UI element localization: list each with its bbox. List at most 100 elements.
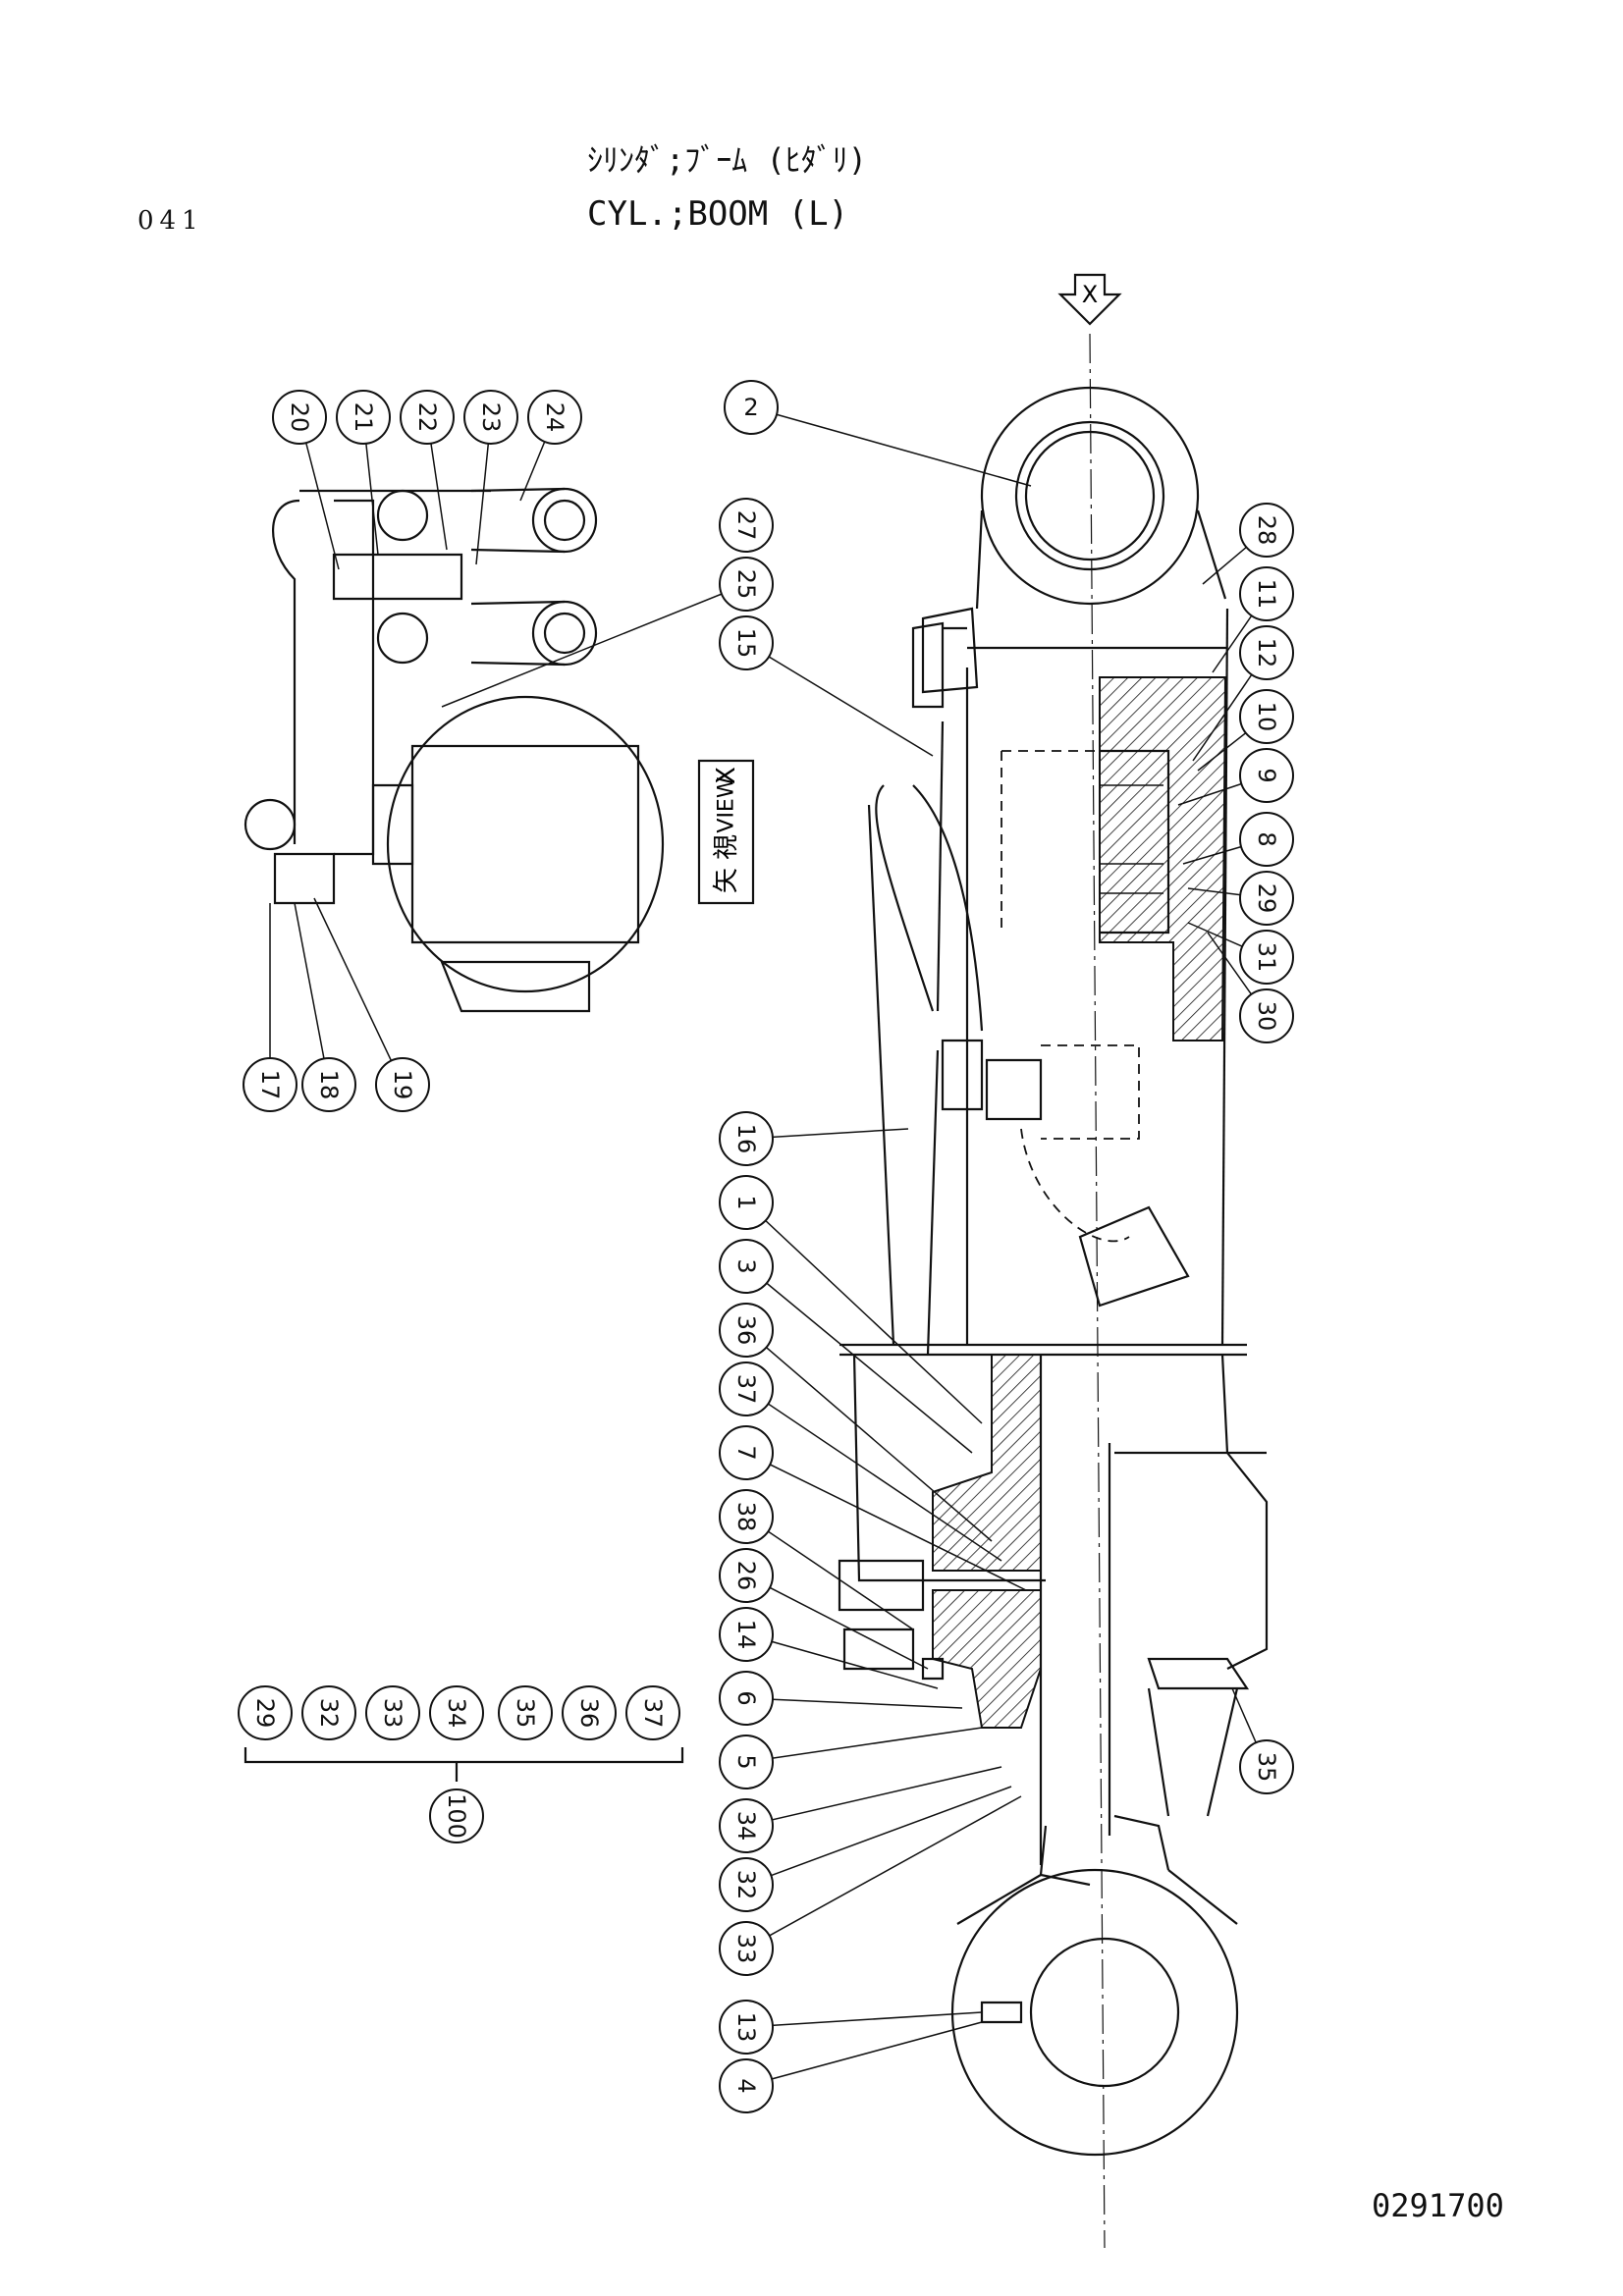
callout-4-number: 4: [732, 2078, 760, 2093]
callout-2-number: 2: [743, 394, 758, 421]
callout-21-circle: [336, 390, 391, 445]
callout-34: 34: [719, 1798, 774, 1853]
callout-8-number: 8: [1253, 831, 1280, 846]
callout-16: 16: [719, 1111, 774, 1166]
callout-17-number: 17: [256, 1070, 284, 1100]
callout-34-number: 34: [443, 1698, 470, 1729]
callout-13: 13: [719, 2000, 774, 2055]
callout-15-number: 15: [732, 628, 760, 659]
callout-8: 8: [1239, 812, 1294, 867]
callout-4-circle: [719, 2058, 774, 2113]
callout-25-number: 25: [732, 569, 760, 600]
callout-37: 37: [719, 1362, 774, 1416]
callout-6-circle: [719, 1671, 774, 1726]
callout-18: 18: [301, 1057, 356, 1112]
callout-27-circle: [719, 498, 774, 553]
callout-11: 11: [1239, 566, 1294, 621]
callout-33-number: 33: [379, 1698, 406, 1729]
callout-9: 9: [1239, 748, 1294, 803]
callout-16-circle: [719, 1111, 774, 1166]
callout-2: 2: [724, 380, 779, 435]
callout-32-circle: [301, 1685, 356, 1740]
callout-14: 14: [719, 1607, 774, 1662]
callout-3-circle: [719, 1239, 774, 1294]
callout-19-circle: [375, 1057, 430, 1112]
callout-33-circle: [365, 1685, 420, 1740]
callout-15: 15: [719, 615, 774, 670]
callout-leader-2: [750, 406, 1032, 487]
callout-bubbles: 2281112109829313015161336377382614653432…: [238, 380, 1294, 2113]
callout-leader-15: [745, 642, 934, 757]
view-x-label-box: 矢 視 VIEW X: [697, 759, 755, 905]
drawing-number: 0291700: [1372, 2187, 1504, 2224]
callout-37-number: 37: [639, 1698, 667, 1729]
callout-33: 33: [719, 1921, 774, 1976]
view-x-arrow-label: X: [1082, 281, 1098, 308]
callout-23-number: 23: [477, 402, 505, 433]
callout-leader-33: [745, 1795, 1022, 1949]
callout-31-circle: [1239, 930, 1294, 985]
callout-17-circle: [243, 1057, 298, 1112]
callout-13-circle: [719, 2000, 774, 2055]
callout-38-circle: [719, 1489, 774, 1544]
callout-leader-37: [745, 1388, 1002, 1562]
callout-14-circle: [719, 1607, 774, 1662]
callout-10-number: 10: [1253, 702, 1280, 732]
callout-37-circle: [625, 1685, 680, 1740]
callout-leader-26: [745, 1575, 929, 1670]
callout-kit-100-circle: [429, 1789, 484, 1843]
callout-37-circle: [719, 1362, 774, 1416]
callout-21-number: 21: [350, 402, 377, 433]
callout-29-number: 29: [251, 1698, 279, 1729]
callout-34-circle: [429, 1685, 484, 1740]
callout-17: 17: [243, 1057, 298, 1112]
callout-26: 26: [719, 1548, 774, 1603]
callout-35-number: 35: [1253, 1752, 1280, 1783]
callout-36: 36: [562, 1685, 617, 1740]
callout-32: 32: [719, 1857, 774, 1912]
callout-leader-36: [745, 1329, 993, 1542]
callout-15-circle: [719, 615, 774, 670]
callout-3-number: 3: [732, 1258, 760, 1273]
callout-11-number: 11: [1253, 579, 1280, 610]
callout-5: 5: [719, 1735, 774, 1789]
callout-23: 23: [463, 390, 518, 445]
callout-leader-25: [441, 583, 747, 708]
callout-20: 20: [272, 390, 327, 445]
callout-37: 37: [625, 1685, 680, 1740]
callout-20-circle: [272, 390, 327, 445]
callout-kit-100-number: 100: [443, 1793, 470, 1839]
view-box-letter: X: [712, 767, 741, 784]
callout-29-circle: [238, 1685, 293, 1740]
callout-4: 4: [719, 2058, 774, 2113]
callout-1-circle: [719, 1175, 774, 1230]
callout-leader-32: [745, 1786, 1012, 1886]
callout-31-number: 31: [1253, 942, 1280, 973]
callout-38: 38: [719, 1489, 774, 1544]
callout-33-number: 33: [732, 1934, 760, 1964]
callout-5-circle: [719, 1735, 774, 1789]
kit-bracket: [243, 1747, 684, 1782]
callout-29: 29: [1239, 871, 1294, 926]
callout-19-number: 19: [389, 1070, 416, 1100]
callout-24-circle: [527, 390, 582, 445]
callout-35-circle: [1239, 1739, 1294, 1794]
callout-leader-6: [745, 1697, 963, 1709]
callout-14-number: 14: [732, 1620, 760, 1650]
callout-38-number: 38: [732, 1502, 760, 1532]
title-japanese: ｼﾘﾝﾀﾞ;ﾌﾞｰﾑ (ﾋﾀﾞﾘ): [587, 141, 868, 179]
callout-10-circle: [1239, 689, 1294, 744]
callout-32: 32: [301, 1685, 356, 1740]
callout-12-circle: [1239, 625, 1294, 680]
callout-16-number: 16: [732, 1124, 760, 1154]
callout-24: 24: [527, 390, 582, 445]
callout-32-circle: [719, 1857, 774, 1912]
callout-1: 1: [719, 1175, 774, 1230]
callout-36-number: 36: [732, 1315, 760, 1346]
callout-leader-14: [745, 1633, 939, 1689]
callout-26-circle: [719, 1548, 774, 1603]
callout-8-circle: [1239, 812, 1294, 867]
callout-28-number: 28: [1253, 515, 1280, 546]
callout-30: 30: [1239, 988, 1294, 1043]
